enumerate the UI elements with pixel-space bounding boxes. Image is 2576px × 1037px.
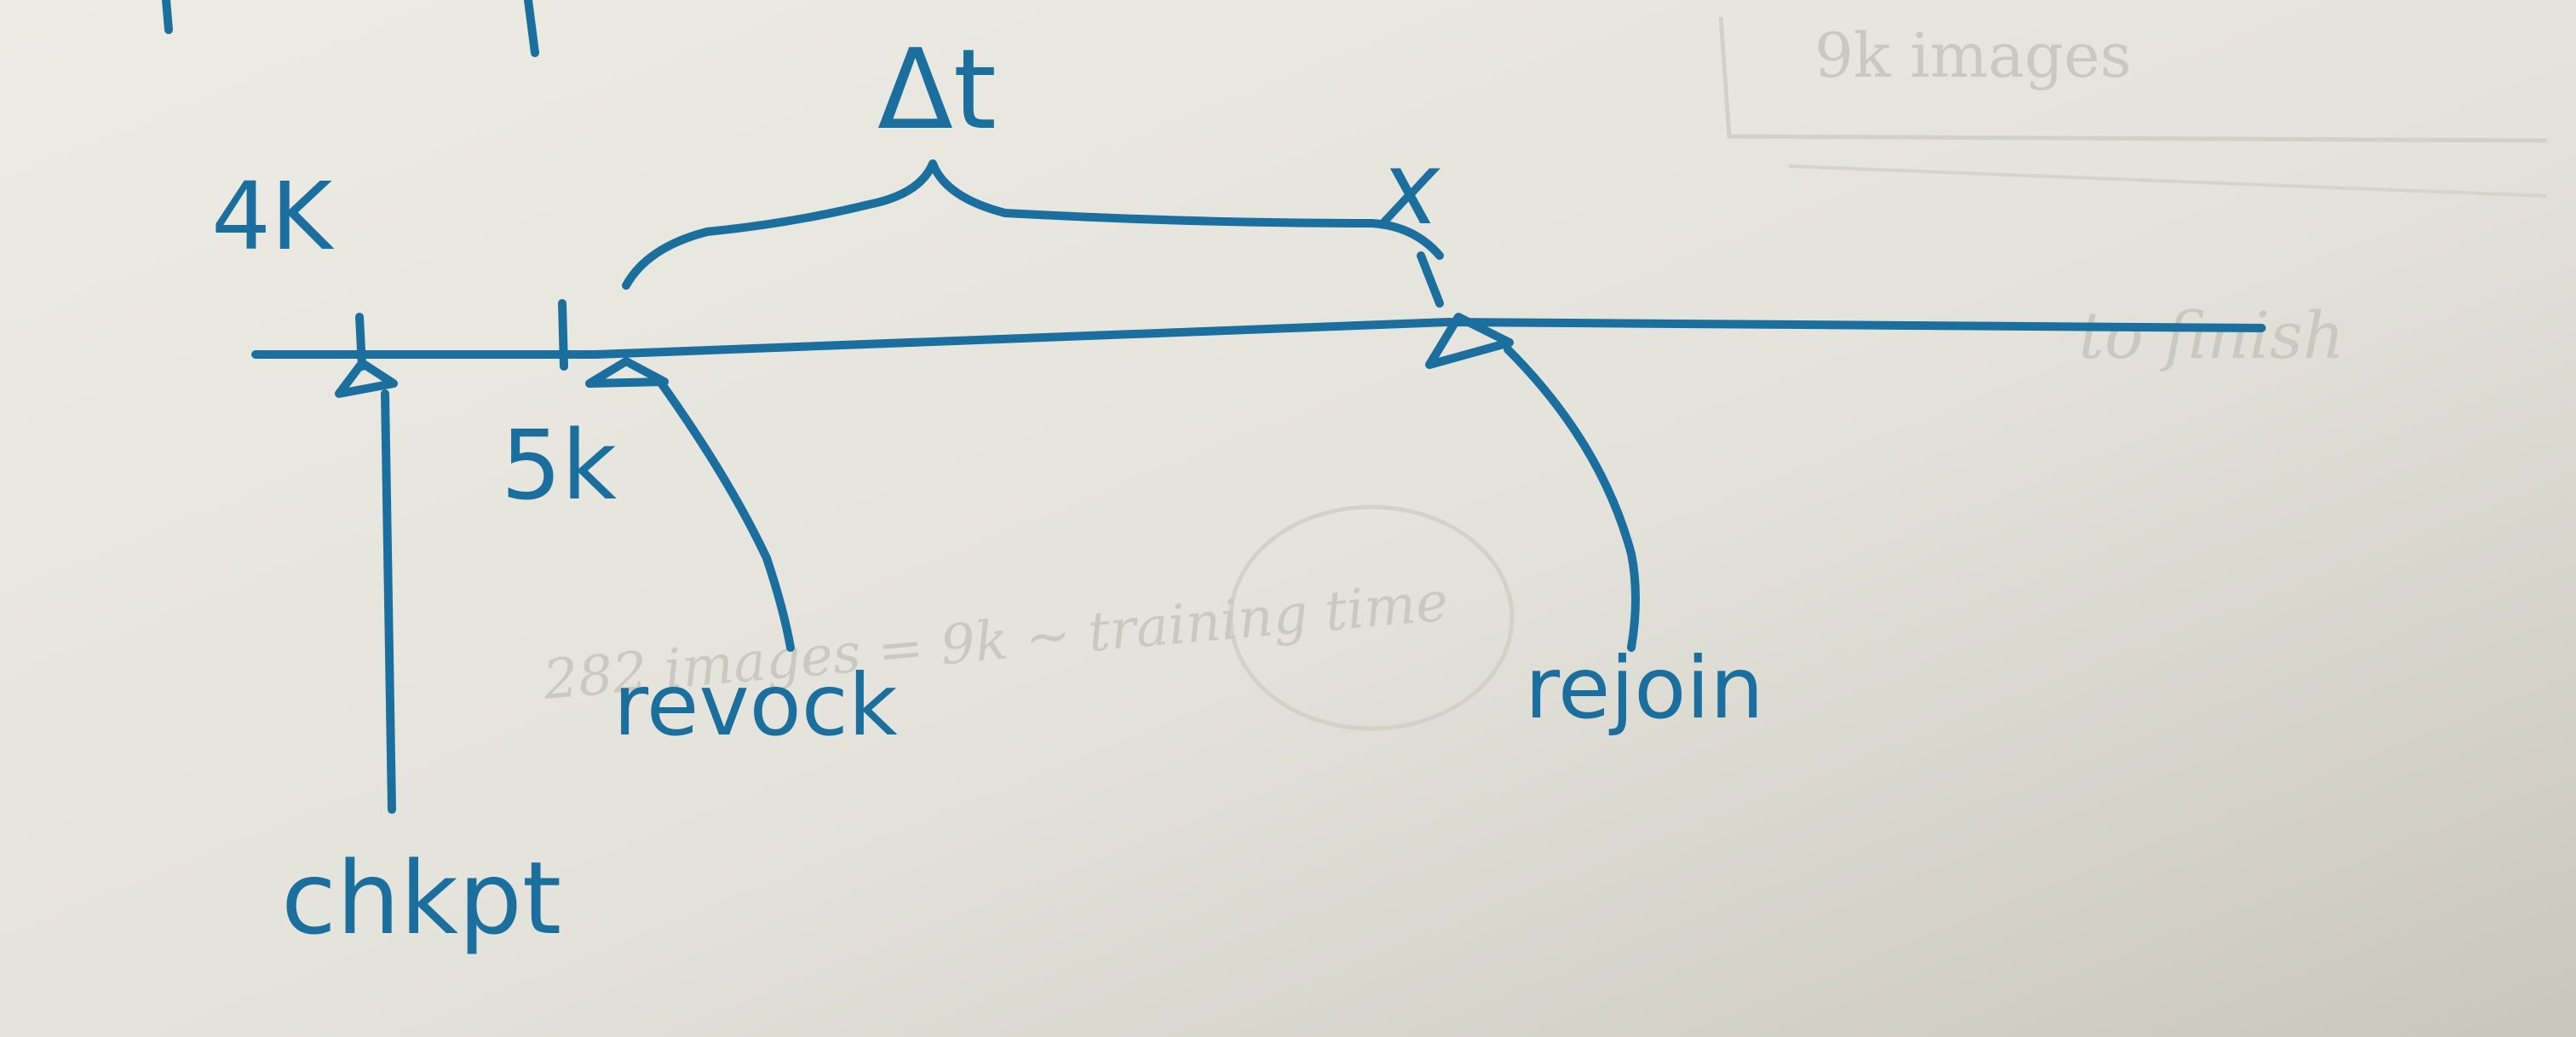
tick-4k — [355, 313, 366, 371]
label-4k: 4K — [211, 162, 335, 271]
x-stem — [1417, 251, 1444, 308]
rejoin-pointer — [1504, 345, 1640, 652]
ink-scrap-left — [162, 0, 173, 34]
delta-t-brace — [622, 159, 1444, 290]
label-rejoin: rejoin — [1525, 638, 1764, 738]
triangle-rejoin — [1425, 313, 1514, 369]
label-revoke: revock — [613, 655, 898, 755]
label-delta-t: Δt — [877, 25, 997, 154]
label-5k: 5k — [501, 411, 617, 521]
ghost-circle — [1228, 504, 1515, 731]
tick-5k — [558, 299, 568, 371]
timeline-axis — [251, 318, 2266, 359]
ghost-text-line-1: 9k images — [1814, 20, 2131, 91]
label-x: x — [1377, 130, 1440, 247]
label-chkpt: chkpt — [281, 839, 561, 957]
triangle-checkpoint — [335, 359, 398, 398]
ghost-text-line-2: to finish — [2079, 297, 2344, 373]
checkpoint-pointer — [381, 389, 396, 814]
ink-scrap-right — [524, 0, 539, 57]
revoke-pointer — [656, 377, 795, 652]
triangle-revoke — [585, 357, 669, 388]
ghost-box-line — [1718, 16, 2548, 143]
ghost-rule — [1788, 164, 2548, 198]
